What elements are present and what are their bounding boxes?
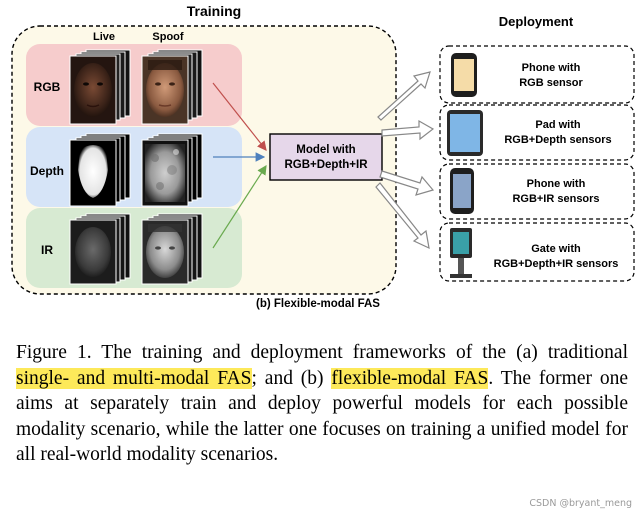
modality-row-ir: [26, 208, 242, 288]
column-label-live: Live: [93, 31, 115, 43]
device-4-line2: RGB+Depth+IR sensors: [494, 258, 619, 270]
device-1-line2: RGB sensor: [519, 77, 583, 89]
rgb-spoof-face-stack: [141, 49, 203, 125]
ir-to-model-arrow: [212, 164, 267, 249]
arrow-to-device-1: [377, 71, 431, 121]
caption-highlight-2: flexible-modal FAS: [331, 367, 489, 389]
device-box-4: Gate with RGB+Depth+IR sensors: [439, 222, 635, 282]
arrow-to-device-4: [375, 182, 430, 250]
panel-subtitle: (b) Flexible-modal FAS: [256, 298, 380, 310]
modality-label-ir: IR: [41, 243, 53, 257]
gate-terminal-icon: [450, 228, 472, 278]
caption-text-1: Figure 1. The training and deployment fr…: [16, 342, 628, 363]
deployment-arrows: [375, 71, 435, 250]
device-3-line1: Phone with: [527, 178, 586, 190]
arrow-to-device-3: [379, 170, 435, 196]
model-box-line1: Model with: [296, 144, 355, 156]
device-box-2: Pad with RGB+Depth sensors: [439, 104, 635, 161]
ir-live-face-stack: [69, 213, 131, 285]
device-2-line2: RGB+Depth sensors: [504, 134, 611, 146]
rgb-to-model-arrow: [212, 82, 267, 151]
modality-label-rgb: RGB: [34, 80, 61, 94]
deployment-title: Deployment: [499, 14, 574, 29]
figure-diagram: Training Live Spoof RGB Depth IR: [11, 3, 635, 310]
device-3-line2: RGB+IR sensors: [512, 193, 599, 205]
modality-label-depth: Depth: [30, 164, 64, 178]
caption-text-2: ; and (b): [251, 367, 332, 389]
watermark: CSDN @bryant_meng: [529, 498, 632, 509]
depth-live-face-stack: [69, 133, 131, 207]
arrow-to-device-2: [381, 119, 435, 141]
device-2-line1: Pad with: [535, 119, 581, 131]
caption-highlight-1: single- and multi-modal FAS: [16, 367, 252, 389]
ir-spoof-face-stack: [141, 213, 203, 285]
device-4-line1: Gate with: [531, 243, 581, 255]
model-box-line2: RGB+Depth+IR: [284, 159, 368, 171]
training-title: Training: [187, 3, 241, 19]
column-label-spoof: Spoof: [152, 31, 183, 43]
depth-spoof-face-stack: [141, 133, 203, 207]
model-box: [269, 133, 383, 181]
caption-text-3: . The former one aims at separately trai…: [16, 367, 628, 466]
device-box-1: Phone with RGB sensor: [439, 45, 635, 104]
device-1-line1: Phone with: [522, 62, 581, 74]
figure-caption: Figure 1. The training and deployment fr…: [16, 340, 628, 468]
rgb-live-face-stack: [69, 49, 131, 125]
device-box-3: Phone with RGB+IR sensors: [439, 163, 635, 220]
